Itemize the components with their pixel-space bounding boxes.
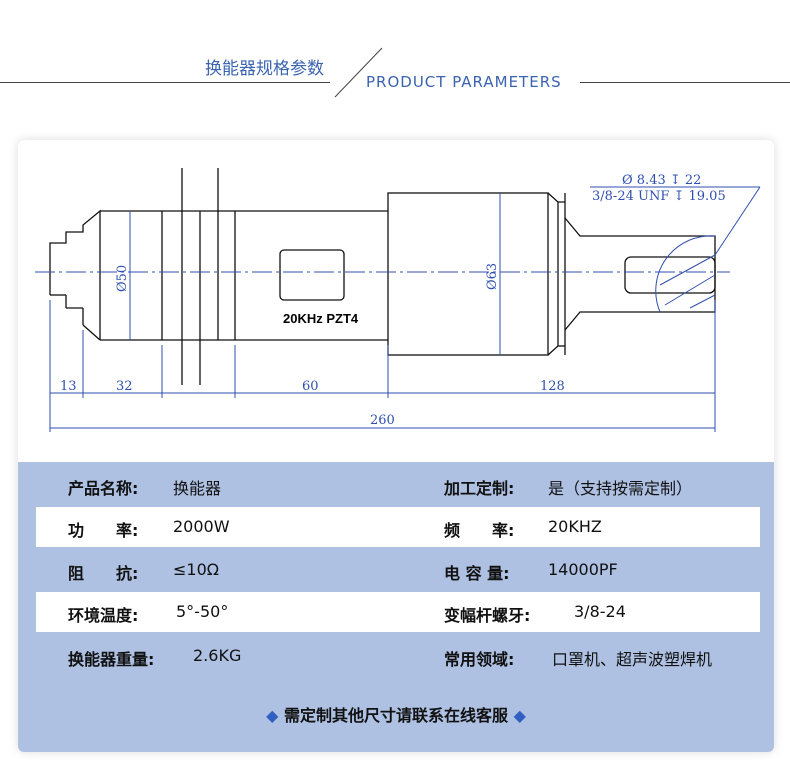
divider (0, 82, 330, 83)
spec-value: 换能器 (173, 479, 222, 498)
dim-128: 128 (540, 379, 565, 394)
spec-row: 环境温度: 5°-50° 变幅杆螺牙: 3/8-24 (36, 592, 760, 632)
spec-row: 产品名称: 换能器 加工定制: 是（支持按需定制） (18, 465, 774, 505)
dia-50: Ø50 (115, 265, 130, 292)
spec-value: ≤10Ω (173, 560, 219, 579)
spec-key: 电 容 量: (444, 564, 510, 583)
spec-value: 14000PF (548, 560, 618, 579)
model-label: 20KHz PZT4 (283, 311, 359, 326)
spec-value: 是（支持按需定制） (548, 479, 693, 498)
spec-row: 功 率: 2000W 频 率: 20KHZ (36, 507, 760, 547)
spec-value: 口罩机、超声波塑焊机 (552, 650, 713, 669)
spec-value: 20KHZ (548, 517, 602, 536)
spec-key: 产品名称: (68, 479, 139, 498)
spec-key: 加工定制: (444, 479, 515, 498)
spec-value: 2.6KG (193, 646, 242, 665)
spec-value: 3/8-24 (574, 602, 626, 621)
spec-key: 环境温度: (68, 606, 139, 625)
dim-13: 13 (60, 379, 77, 394)
header-title-cn: 换能器规格参数 (205, 59, 324, 79)
transducer-drawing: 20KHz PZT4 Ø50 Ø63 Ø 8.43 ↧ 22 3/8-24 UN… (35, 168, 761, 432)
spec-key: 常用领域: (444, 650, 515, 669)
custom-size-note: ◆ 需定制其他尺寸请联系在线客服 ◆ (18, 702, 774, 726)
header-title-en: PRODUCT PARAMETERS (366, 73, 562, 91)
spec-key: 变幅杆螺牙: (444, 606, 531, 625)
dia-63: Ø63 (485, 263, 500, 290)
technical-drawing: 20KHz PZT4 Ø50 Ø63 Ø 8.43 ↧ 22 3/8-24 UN… (18, 140, 774, 462)
dim-32: 32 (116, 379, 133, 394)
diagonal-divider (334, 47, 383, 98)
dim-60: 60 (302, 379, 319, 394)
spec-key: 频 率: (444, 521, 515, 540)
dim-260: 260 (370, 413, 395, 428)
spec-value: 5°-50° (176, 602, 229, 621)
spec-key: 功 率: (68, 521, 139, 540)
diamond-icon: ◆ (266, 706, 279, 725)
spec-row: 换能器重量: 2.6KG 常用领域: 口罩机、超声波塑焊机 (18, 636, 774, 676)
thread-spec-1: Ø 8.43 ↧ 22 (622, 173, 701, 188)
spec-key: 阻 抗: (68, 564, 139, 583)
spec-row: 阻 抗: ≤10Ω 电 容 量: 14000PF (18, 550, 774, 590)
footer-text: 需定制其他尺寸请联系在线客服 (283, 706, 508, 725)
divider (580, 82, 790, 83)
thread-spec-2: 3/8-24 UNF ↧ 19.05 (592, 189, 726, 204)
diamond-icon: ◆ (513, 706, 526, 725)
spec-card: 20KHz PZT4 Ø50 Ø63 Ø 8.43 ↧ 22 3/8-24 UN… (18, 140, 774, 752)
spec-value: 2000W (173, 517, 230, 536)
spec-key: 换能器重量: (68, 650, 155, 669)
